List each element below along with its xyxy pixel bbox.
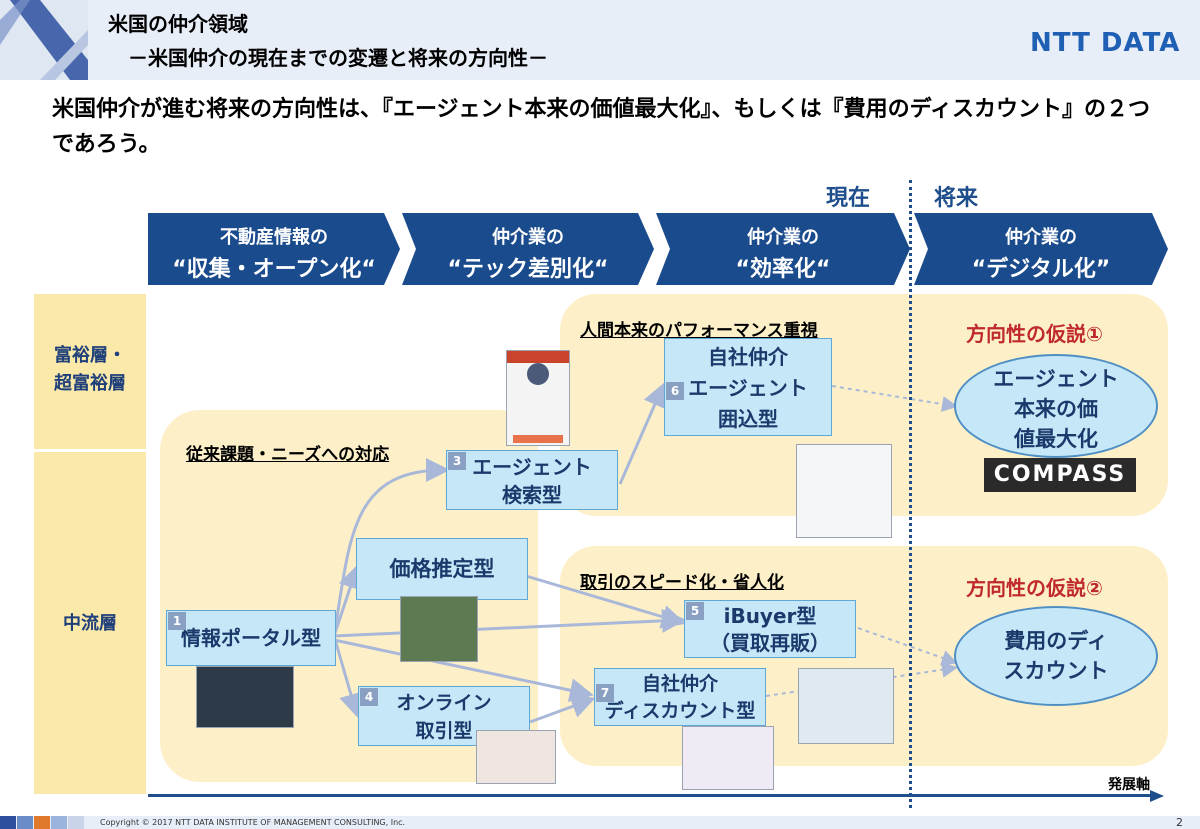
section-traditional-label: 従来課題・ニーズへの対応	[186, 445, 390, 465]
page-title: 米国の仲介領域	[108, 12, 248, 36]
badge-4: 4	[360, 688, 378, 706]
box-info-portal-label: 情報ポータル型	[181, 626, 321, 650]
phase-3-line1: 仲介業の	[747, 227, 819, 248]
box-discount-line2: ディスカウント型	[604, 700, 756, 722]
box-info-portal: 情報ポータル型	[166, 610, 336, 666]
copyright-text: Copyright © 2017 NTT DATA INSTITUTE OF M…	[100, 818, 406, 827]
phase-3-line2: “効率化“	[735, 257, 831, 282]
axis-arrowhead-icon	[1150, 790, 1164, 802]
future-label: 将来	[934, 186, 979, 211]
box-price-estimate-label: 価格推定型	[389, 557, 495, 581]
box-ibuyer-line2: （買取再販）	[710, 631, 830, 655]
box-in-house-line2: エージェント	[688, 376, 808, 400]
discount-app-screenshot-image	[682, 726, 774, 790]
band-middle-class: 中流層	[34, 452, 146, 794]
hypothesis-1-line3: 値最大化	[1014, 427, 1098, 451]
hypothesis-2-line1: 費用のディ	[1004, 629, 1108, 653]
box-ibuyer: iBuyer型 （買取再販）	[684, 600, 856, 658]
hypothesis-1-label: 方向性の仮説①	[966, 322, 1103, 346]
hypothesis-2-ellipse: 費用のディ スカウント	[954, 606, 1158, 706]
band-wealthy-line1: 富裕層・	[54, 345, 126, 366]
box-online-line2: 取引型	[415, 720, 473, 742]
box-agent-search-line1: エージェント	[472, 455, 592, 479]
badge-7: 7	[596, 684, 614, 702]
box-online-transaction: オンライン 取引型	[358, 686, 530, 746]
section-human-label: 人間本来のパフォーマンス重視	[580, 321, 818, 341]
hypothesis-2-label: 方向性の仮説②	[966, 576, 1103, 600]
profile-header-bar	[507, 351, 569, 363]
decorative-stripes-icon	[0, 0, 88, 80]
development-axis	[148, 794, 1153, 797]
box-discount-line1: 自社仲介	[641, 673, 718, 695]
portal-screenshot-image	[196, 666, 294, 728]
phase-2-line1: 仲介業の	[492, 227, 564, 248]
box-in-house-discount: 自社仲介 ディスカウント型	[594, 668, 766, 726]
badge-6: 6	[666, 382, 684, 400]
box-price-estimate: 価格推定型	[356, 538, 528, 600]
box-in-house-agent: 自社仲介 エージェント 囲込型	[664, 338, 832, 436]
phase-4-line2: “デジタル化”	[971, 257, 1111, 282]
present-future-divider	[909, 180, 912, 808]
hypothesis-2-line2: スカウント	[1003, 659, 1109, 683]
phase-arrow-tech: 仲介業の “テック差別化“	[402, 213, 654, 285]
phase-arrow-collection: 不動産情報の “収集・オープン化“	[148, 213, 400, 285]
badge-1: 1	[168, 612, 186, 630]
box-in-house-line3: 囲込型	[718, 407, 778, 431]
section-speed-label: 取引のスピード化・省人化	[580, 573, 784, 593]
page-number: 2	[1176, 816, 1183, 829]
axis-label: 発展軸	[1108, 777, 1150, 793]
brand-logo: NTT DATA	[1030, 28, 1181, 58]
phase-arrow-efficiency: 仲介業の “効率化“	[656, 213, 910, 285]
phase-1-line1: 不動産情報の	[220, 227, 328, 248]
phase-4-line1: 仲介業の	[1005, 227, 1077, 248]
band-wealthy-line2: 超富裕層	[54, 373, 126, 394]
box-agent-search-line2: 検索型	[502, 483, 562, 507]
badge-5: 5	[686, 602, 704, 620]
box-in-house-line1: 自社仲介	[708, 345, 788, 369]
badge-3: 3	[448, 452, 466, 470]
agent-profile-screenshot-image	[506, 350, 570, 446]
band-middle-label: 中流層	[63, 613, 117, 634]
hypothesis-1-ellipse: エージェント 本来の価 値最大化	[954, 354, 1158, 458]
box-ibuyer-line1: iBuyer型	[723, 604, 817, 628]
phase-1-line2: “収集・オープン化“	[172, 257, 376, 282]
profile-button-bar	[513, 435, 563, 443]
decorative-logo-graphic	[0, 0, 88, 80]
compass-logo: COMPASS	[984, 458, 1136, 492]
band-wealthy: 富裕層・ 超富裕層	[34, 294, 146, 449]
lead-statement: 米国仲介が進む将来の方向性は、『エージェント本来の価値最大化』、もしくは『費用の…	[52, 97, 1151, 157]
hypothesis-1-line1: エージェント	[993, 367, 1119, 391]
box-online-line1: オンライン	[396, 692, 492, 714]
present-label: 現在	[826, 186, 871, 211]
avatar	[527, 363, 549, 385]
box-agent-search: エージェント 検索型	[446, 450, 618, 510]
phase-arrow-digital: 仲介業の “デジタル化”	[914, 213, 1168, 285]
hypothesis-1-line2: 本来の価	[1014, 397, 1098, 421]
footer-color-blocks-icon	[0, 816, 84, 829]
page-subtitle: －米国仲介の現在までの変遷と将来の方向性－	[128, 46, 548, 70]
phones-app-screenshot-image	[796, 444, 892, 538]
price-estimate-screenshot-image	[400, 596, 478, 662]
phase-2-line2: “テック差別化“	[447, 257, 609, 282]
footer-bar	[0, 816, 1200, 829]
online-transaction-screenshot-image	[476, 730, 556, 784]
header-bar	[0, 0, 1200, 80]
ibuyer-map-screenshot-image	[798, 668, 894, 744]
